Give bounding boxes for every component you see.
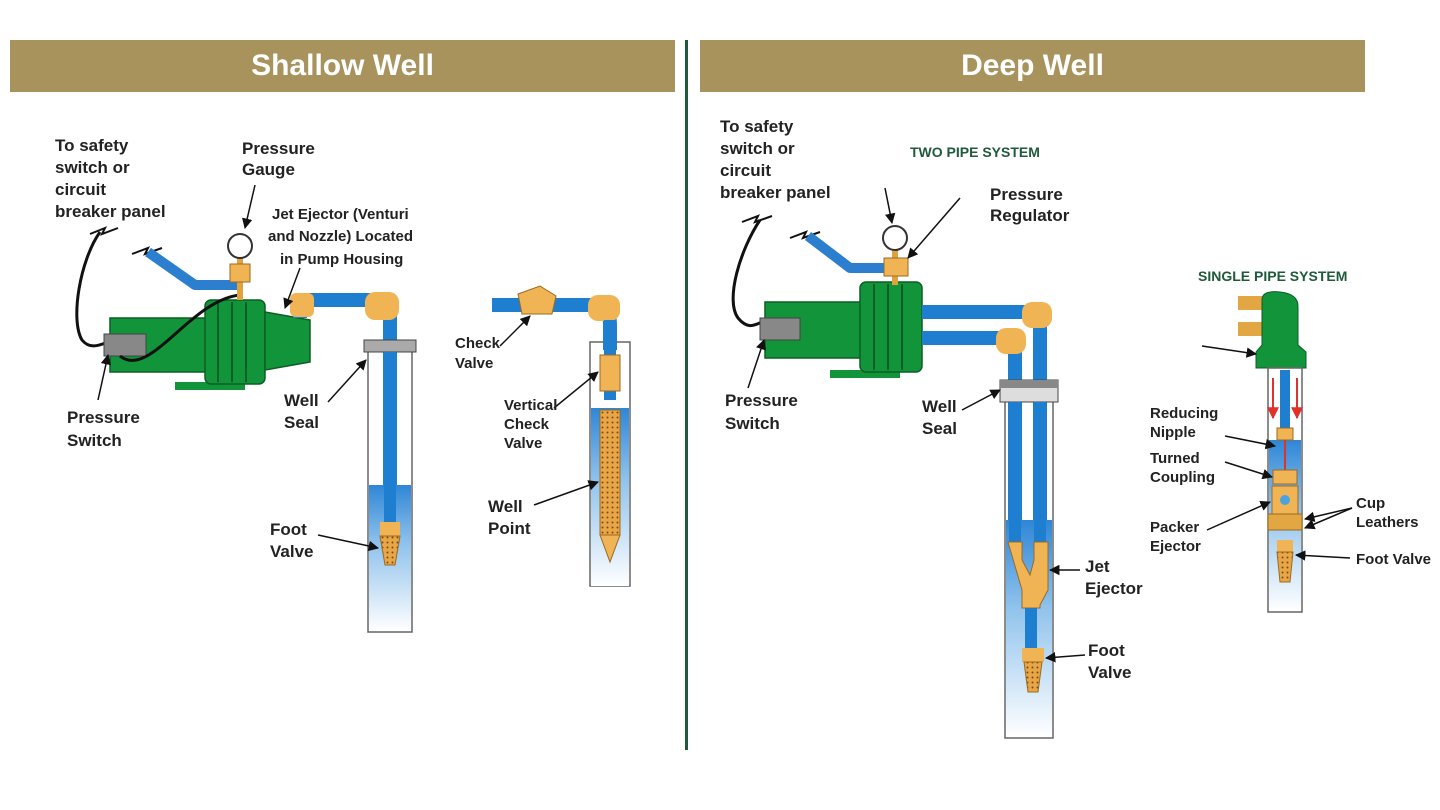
label-foot-valve-single: Foot Valve <box>1356 551 1431 568</box>
pressure-gauge <box>227 233 253 259</box>
label-safety: breaker panel <box>720 183 831 202</box>
vertical-check-valve <box>599 354 621 392</box>
check-valve <box>517 285 557 315</box>
label-pressure-switch: Switch <box>67 431 122 450</box>
label-foot-valve: Foot <box>1088 641 1125 660</box>
label-pressure-regulator: Pressure <box>990 185 1063 204</box>
label-well-point: Well <box>488 497 523 516</box>
label-foot-valve: Valve <box>1088 663 1132 682</box>
label-foot-valve: Foot <box>270 520 307 539</box>
label-jet-ejector: Jet Ejector (Venturi <box>272 206 409 223</box>
section-divider <box>685 40 688 750</box>
label-reducing-nipple: Nipple <box>1150 424 1196 441</box>
pressure-regulator <box>883 257 909 277</box>
label-pressure-switch: Pressure <box>67 408 140 427</box>
deep-well-banner: Deep Well <box>700 40 1365 92</box>
label-pressure-regulator: Regulator <box>990 206 1070 225</box>
foot-valve <box>1023 661 1043 693</box>
two-pipe-system-title: TWO PIPE SYSTEM <box>910 144 1040 160</box>
deep-well-title: Deep Well <box>961 49 1104 82</box>
label-safety: circuit <box>55 180 106 199</box>
foot-valve-single <box>1276 551 1294 583</box>
shallow-well-title: Shallow Well <box>251 49 434 82</box>
label-reducing-nipple: Reducing <box>1150 405 1218 422</box>
motor-base <box>175 382 245 390</box>
pressure-switch <box>103 333 147 357</box>
conduit <box>145 247 240 290</box>
single-pump-head <box>1255 291 1307 369</box>
deep-well-diagram: TWO PIPE SYSTEM SINGLE PIPE SYSTEM <box>720 117 1431 739</box>
label-check-valve: Check <box>455 335 501 352</box>
reducing-nipple <box>1276 427 1294 441</box>
label-well-seal: Seal <box>284 413 319 432</box>
label-vertical-check-valve: Valve <box>504 435 542 452</box>
label-safety: switch or <box>720 139 795 158</box>
label-cup-leathers: Cup <box>1356 495 1385 512</box>
shallow-well-diagram: To safety switch or circuit breaker panel P… <box>55 136 631 633</box>
power-wire <box>75 231 109 348</box>
well-point <box>599 409 621 536</box>
label-well-seal: Well <box>284 391 319 410</box>
label-turned-coupling: Turned <box>1150 450 1200 467</box>
pressure-switch <box>759 317 801 341</box>
label-pressure-switch: Switch <box>725 414 780 433</box>
label-well-seal: Well <box>922 397 957 416</box>
well-seal <box>363 339 417 353</box>
cup-leathers <box>1267 513 1303 531</box>
break-mark <box>89 226 119 236</box>
label-jet-ejector: and Nozzle) Located <box>268 228 413 245</box>
label-vertical-check-valve: Check <box>504 416 550 433</box>
label-jet-ejector: Jet <box>1085 557 1110 576</box>
foot-valve <box>379 535 401 566</box>
label-cup-leathers: Leathers <box>1356 514 1419 531</box>
label-check-valve: Valve <box>455 355 493 372</box>
label-packer-ejector: Ejector <box>1150 538 1201 555</box>
label-foot-valve: Valve <box>270 542 314 561</box>
pressure-gauge <box>882 225 908 251</box>
pump-housing <box>859 281 923 373</box>
label-pressure-gauge: Pressure <box>242 139 315 158</box>
label-vertical-check-valve: Vertical <box>504 397 557 414</box>
label-safety: circuit <box>720 161 771 180</box>
pump-volute <box>264 311 311 371</box>
label-pressure-gauge: Gauge <box>242 160 295 179</box>
label-safety: To safety <box>55 136 129 155</box>
pump-housing <box>204 299 266 385</box>
label-packer-ejector: Packer <box>1150 519 1199 536</box>
single-pipe-system-title: SINGLE PIPE SYSTEM <box>1198 268 1347 284</box>
label-safety: breaker panel <box>55 202 166 221</box>
label-turned-coupling: Coupling <box>1150 469 1215 486</box>
turned-coupling <box>1272 469 1298 485</box>
label-jet-ejector: Ejector <box>1085 579 1143 598</box>
label-well-seal: Seal <box>922 419 957 438</box>
label-well-point: Point <box>488 519 531 538</box>
label-safety: switch or <box>55 158 130 177</box>
label-safety: To safety <box>720 117 794 136</box>
shallow-well-banner: Shallow Well <box>10 40 675 92</box>
label-pressure-switch: Pressure <box>725 391 798 410</box>
jet-ejector <box>1007 541 1049 609</box>
label-jet-ejector: in Pump Housing <box>280 251 403 268</box>
